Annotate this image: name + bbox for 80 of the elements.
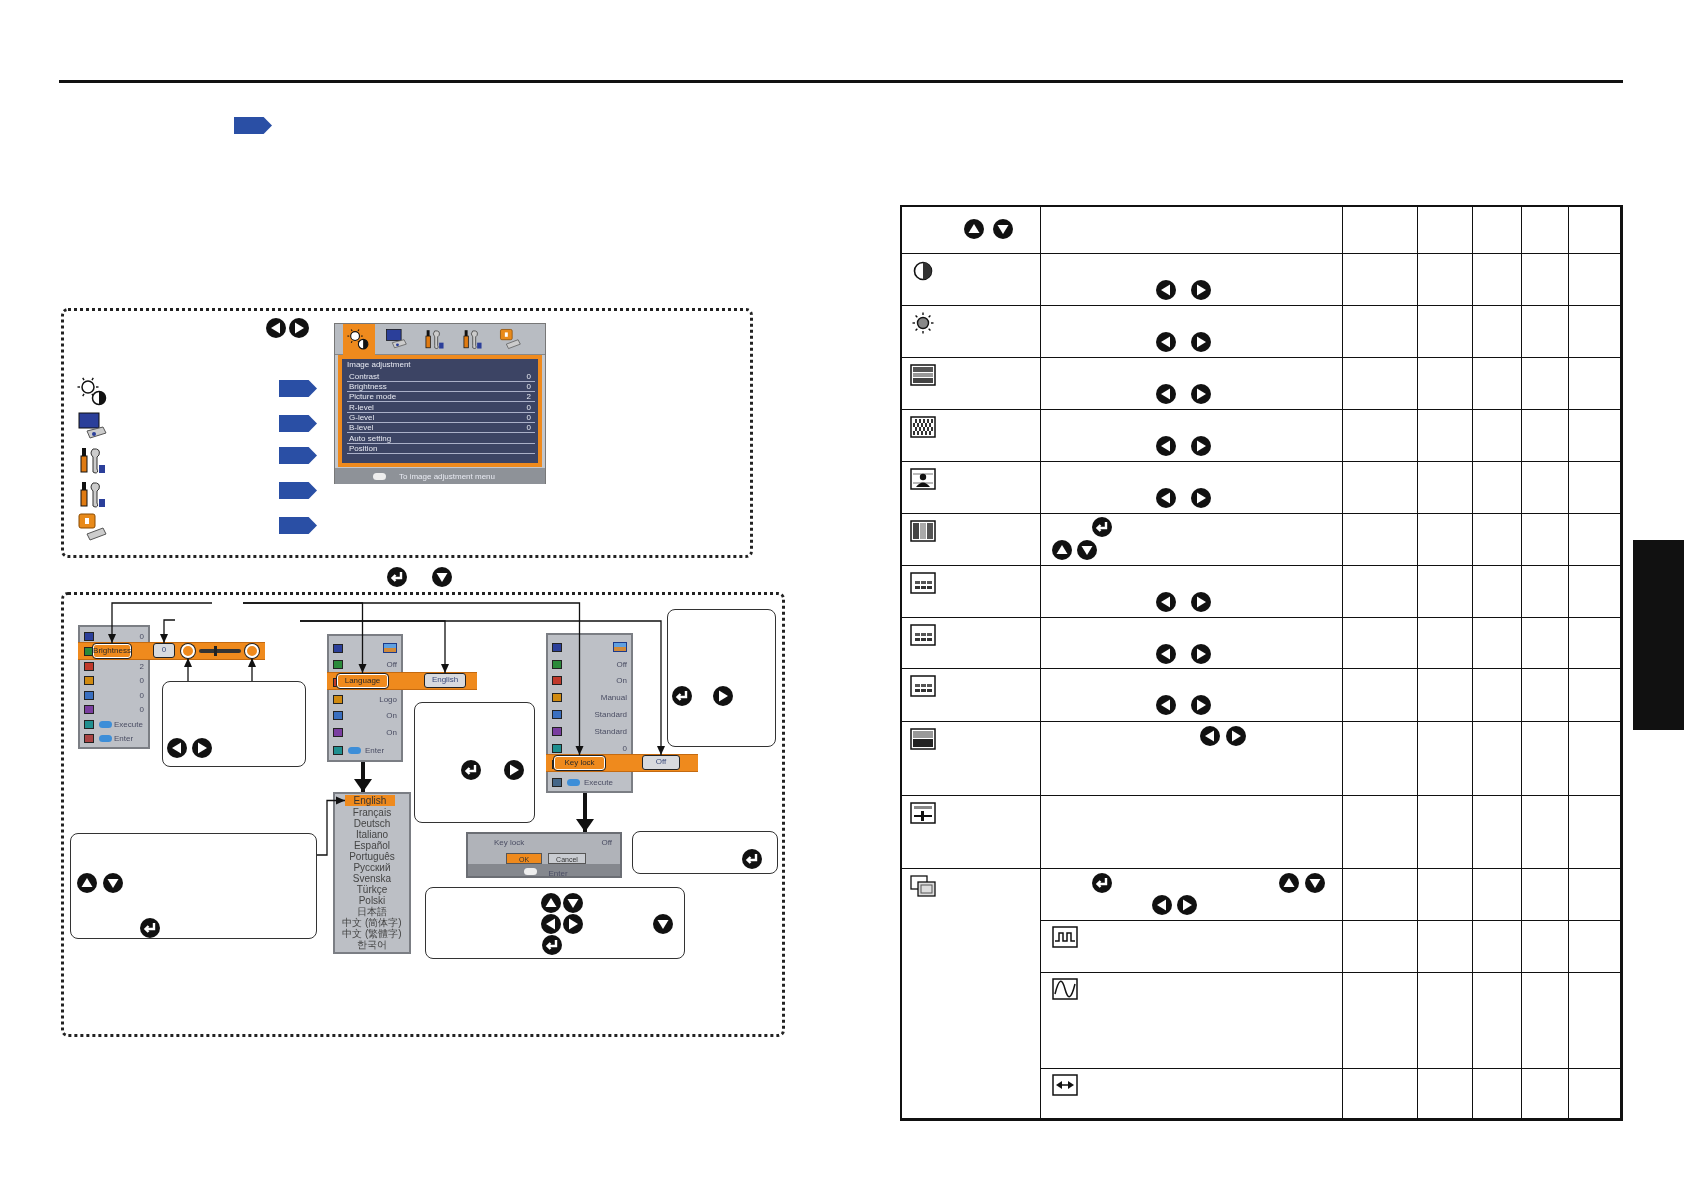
language-option: Türkçe [335, 884, 409, 895]
menu-text: On [386, 728, 397, 738]
language-option: 한국어 [335, 939, 409, 950]
menu-panel [546, 633, 633, 793]
slider-end-marker [245, 644, 259, 658]
language-option: Svenska [335, 873, 409, 884]
highlighted-menu-item: Key lock [553, 755, 606, 771]
callout-box [70, 833, 317, 939]
section-tab [1633, 540, 1684, 730]
menu-panel [327, 634, 403, 762]
callout-box [632, 831, 778, 874]
leader-line [108, 602, 213, 644]
menu-text: 0 [139, 691, 144, 701]
language-option: Русский [335, 862, 409, 873]
menu-text: Standard [594, 710, 627, 720]
language-option: Polski [335, 895, 409, 906]
menu-text: Off [601, 838, 612, 848]
highlighted-menu-item: Language [336, 673, 389, 689]
callout-box [414, 702, 535, 823]
menu-text: 0 [526, 382, 531, 392]
menu-text: Enter [365, 746, 385, 756]
menu-text: Auto setting [349, 434, 392, 444]
menu-text: Execute [114, 720, 143, 730]
value-field: 0 [153, 643, 175, 658]
language-option: Português [335, 851, 409, 862]
menu-text: 0 [526, 423, 531, 433]
menu-text: 2 [526, 392, 531, 402]
menu-text: To image adjustment menu [398, 472, 496, 482]
menu-text: Brightness [349, 382, 387, 392]
menu-text: R-level [349, 403, 374, 413]
leader-line [248, 657, 256, 682]
value-field: Off [642, 755, 680, 770]
language-option: 中文 (简体字) [335, 917, 409, 928]
menu-text: 0 [526, 413, 531, 423]
dialog-panel [466, 832, 622, 878]
menu-text: 0 [139, 632, 144, 642]
language-option: Français [335, 807, 409, 818]
flow-arrow [576, 793, 594, 832]
leader-line [316, 796, 346, 856]
menu-text: Key lock [494, 838, 525, 848]
callout-box [162, 681, 306, 767]
menu-text: 0 [139, 705, 144, 715]
menu-text: Picture mode [349, 392, 397, 402]
menu-text: Enter [114, 734, 134, 744]
language-option: Deutsch [335, 818, 409, 829]
menu-text: Contrast [349, 372, 380, 382]
menu-panel [78, 625, 150, 749]
menu-text: Manual [600, 693, 627, 703]
language-option: 中文 (繁體字) [335, 928, 409, 939]
callout-box [667, 609, 776, 747]
value-field: English [424, 673, 466, 688]
language-option: 日本語 [335, 906, 409, 917]
leader-line [242, 602, 584, 756]
leader-line [184, 657, 192, 682]
menu-panel [334, 323, 546, 484]
menu-text: 0 [622, 744, 627, 754]
menu-text: Off [616, 660, 627, 670]
flow-arrow [354, 762, 372, 792]
menu-text: Standard [594, 727, 627, 737]
menu-text: Position [349, 444, 378, 454]
menu-text: 0 [526, 403, 531, 413]
menu-text: G-level [349, 413, 375, 423]
leader-line [299, 620, 665, 756]
menu-text: On [386, 711, 397, 721]
selected-language-option: English [345, 795, 395, 806]
dropdown-list [333, 792, 411, 954]
leader-line [160, 619, 176, 644]
menu-text: 2 [139, 662, 144, 672]
slider-end-marker [181, 644, 195, 658]
language-option: Italiano [335, 829, 409, 840]
menu-text: 0 [139, 676, 144, 686]
menu-text: B-level [349, 423, 374, 433]
menu-text: Logo [379, 695, 397, 705]
callout-box [425, 887, 685, 959]
menu-text: On [616, 676, 627, 686]
menu-text: Execute [584, 778, 613, 788]
language-option: Español [335, 840, 409, 851]
menu-text: Image adjustment [347, 360, 411, 370]
menu-text: Off [386, 660, 397, 670]
menu-text: 0 [526, 372, 531, 382]
